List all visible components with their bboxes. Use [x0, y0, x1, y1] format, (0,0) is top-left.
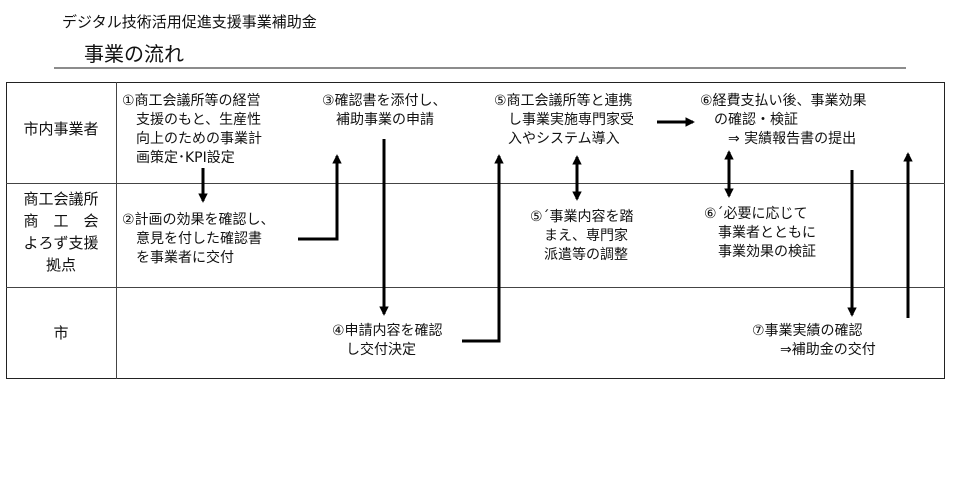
- row-label-businesses: 市内事業者: [6, 118, 116, 140]
- step-line: し事業実施専門家受: [494, 112, 634, 128]
- step-line: まえ、専門家: [530, 228, 628, 244]
- step-line: 事業者とともに: [704, 225, 816, 241]
- row-label-support-orgs: 商工会議所 商 工 会 よろず支援 拠点: [6, 188, 116, 276]
- document-title: デジタル技術活用促進支援事業補助金: [62, 13, 317, 31]
- arrow-step2-to-step3: [298, 154, 342, 241]
- step-line: 事業効果の検証: [704, 244, 816, 260]
- step-line: ⑥経費支払い後、事業効果: [700, 93, 867, 109]
- step-6b-joint-verification: ⑥´必要に応じて 事業者とともに 事業効果の検証: [704, 205, 816, 262]
- step-line: し交付決定: [332, 342, 416, 358]
- step-line: 向上のための事業計: [122, 131, 262, 147]
- row-label-line: 商 工 会: [23, 212, 99, 230]
- step-line: ③確認書を添付し、: [322, 93, 447, 109]
- row-label-line: 商工会議所: [23, 190, 99, 208]
- step-line: を事業者に交付: [122, 250, 234, 266]
- step-1-business-plan: ①商工会議所等の経営 支援のもと、生産性 向上のための事業計 画策定･KPI設定: [122, 92, 262, 168]
- step-3-application: ③確認書を添付し、 補助事業の申請: [322, 92, 447, 130]
- row-label-city: 市: [6, 322, 116, 344]
- step-5b-expert-coordination: ⑤´事業内容を踏 まえ、専門家 派遣等の調整: [530, 208, 634, 265]
- step-line: ⑤商工会議所等と連携: [494, 93, 633, 109]
- step-line: ①商工会議所等の経営: [122, 93, 261, 109]
- arrow-step4-to-step5: [462, 154, 504, 343]
- step-4-grant-decision: ④申請内容を確認 し交付決定: [332, 322, 443, 360]
- row-label-line: 市: [53, 324, 69, 342]
- row-label-line: 拠点: [45, 256, 76, 274]
- step-line: ⇒ 実績報告書の提出: [700, 131, 857, 147]
- row-label-line: 市内事業者: [23, 120, 99, 138]
- step-line: 補助事業の申請: [322, 112, 434, 128]
- step-line: ⑤´事業内容を踏: [530, 209, 634, 225]
- step-5-implementation: ⑤商工会議所等と連携 し事業実施専門家受 入やシステム導入: [494, 92, 634, 149]
- step-line: 意見を付した確認書: [122, 231, 262, 247]
- row-divider-1: [6, 183, 945, 184]
- step-line: の確認・検証: [700, 112, 798, 128]
- step-line: 入やシステム導入: [494, 131, 620, 147]
- step-line: 支援のもと、生産性: [122, 112, 262, 128]
- step-line: 派遣等の調整: [530, 247, 628, 263]
- step-6-payment-verification: ⑥経費支払い後、事業効果 の確認・検証 ⇒ 実績報告書の提出: [700, 92, 867, 149]
- label-column-divider: [116, 82, 117, 379]
- step-7-grant-payment: ⑦事業実績の確認 ⇒補助金の交付: [752, 322, 876, 360]
- step-line: 画策定･KPI設定: [122, 150, 235, 166]
- title-underline: [54, 67, 906, 69]
- step-line: ⇒補助金の交付: [752, 342, 876, 358]
- row-label-line: よろず支援: [23, 234, 99, 252]
- step-2-confirmation: ②計画の効果を確認し、 意見を付した確認書 を事業者に交付: [122, 211, 275, 268]
- row-divider-2: [6, 287, 945, 288]
- step-line: ⑥´必要に応じて: [704, 206, 808, 222]
- step-line: ⑦事業実績の確認: [752, 323, 863, 339]
- step-line: ④申請内容を確認: [332, 323, 443, 339]
- step-line: ②計画の効果を確認し、: [122, 212, 275, 228]
- flow-table: [6, 82, 945, 379]
- page-title: 事業の流れ: [84, 42, 184, 66]
